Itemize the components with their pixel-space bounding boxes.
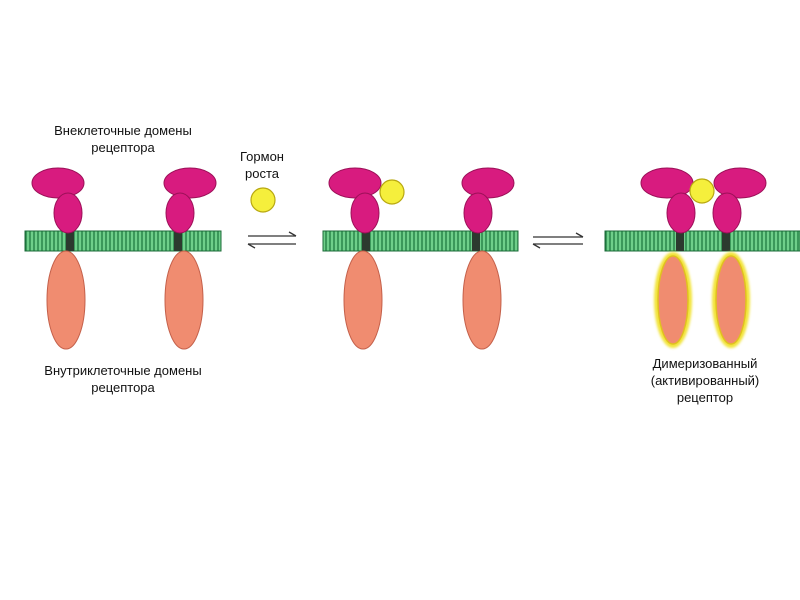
extracellular-domain-lower	[53, 192, 83, 234]
receptor-1b	[163, 167, 217, 350]
extracellular-domain-upper	[713, 167, 767, 199]
growth-hormone-label: Гормон роста	[222, 148, 302, 182]
transmembrane-anchor	[66, 232, 74, 251]
dimerized-receptor-label: Димеризованный (активированный) рецептор	[610, 355, 800, 406]
extracellular-domain-upper	[31, 167, 85, 199]
transmembrane-anchor	[676, 232, 684, 251]
label-line: Внеклеточные домены	[54, 123, 192, 138]
label-line: роста	[245, 166, 279, 181]
intracellular-domain	[46, 250, 86, 350]
extracellular-domain-lower	[712, 192, 742, 234]
receptor-1a	[31, 167, 86, 350]
transmembrane-anchor	[362, 232, 370, 251]
extracellular-domain-upper	[163, 167, 217, 199]
label-line: рецептора	[91, 380, 155, 395]
growth-hormone-bound	[379, 179, 405, 205]
growth-hormone-bound	[689, 178, 715, 204]
intracellular-domain	[657, 255, 689, 345]
intracellular-domain	[164, 250, 204, 350]
intracellular-domain	[343, 250, 383, 350]
label-line: Димеризованный	[652, 356, 758, 371]
cell-membrane-middle	[322, 230, 519, 252]
equilibrium-arrows-icon	[532, 232, 584, 249]
extracellular-domain-lower	[666, 192, 696, 234]
receptor-2a	[328, 167, 383, 350]
cell-membrane-left	[24, 230, 222, 252]
receptor-3a	[640, 167, 696, 348]
label-line: (активированный)	[650, 373, 760, 388]
extracellular-domain-upper	[328, 167, 382, 199]
receptor-2b	[461, 167, 515, 350]
extracellular-domain-lower	[165, 192, 195, 234]
equilibrium-arrows-icon	[247, 231, 297, 249]
transmembrane-anchor	[174, 232, 182, 251]
extracellular-domain-upper	[461, 167, 515, 199]
growth-hormone-free	[250, 187, 276, 213]
receptor-3b	[712, 167, 767, 348]
intracellular-domain	[715, 255, 747, 345]
intracellular-domain	[462, 250, 502, 350]
label-line: Гормон	[240, 149, 284, 164]
label-line: рецептора	[91, 140, 155, 155]
intracellular-domains-label: Внутриклеточные домены рецептора	[8, 362, 238, 396]
transmembrane-anchor	[722, 232, 730, 251]
extracellular-domain-lower	[350, 192, 380, 234]
label-line: Внутриклеточные домены	[44, 363, 202, 378]
extracellular-domains-label: Внеклеточные домены рецептора	[18, 122, 228, 156]
label-line: рецептор	[676, 390, 734, 405]
extracellular-domain-lower	[463, 192, 493, 234]
cell-membrane-right	[604, 230, 800, 252]
transmembrane-anchor	[472, 232, 480, 251]
